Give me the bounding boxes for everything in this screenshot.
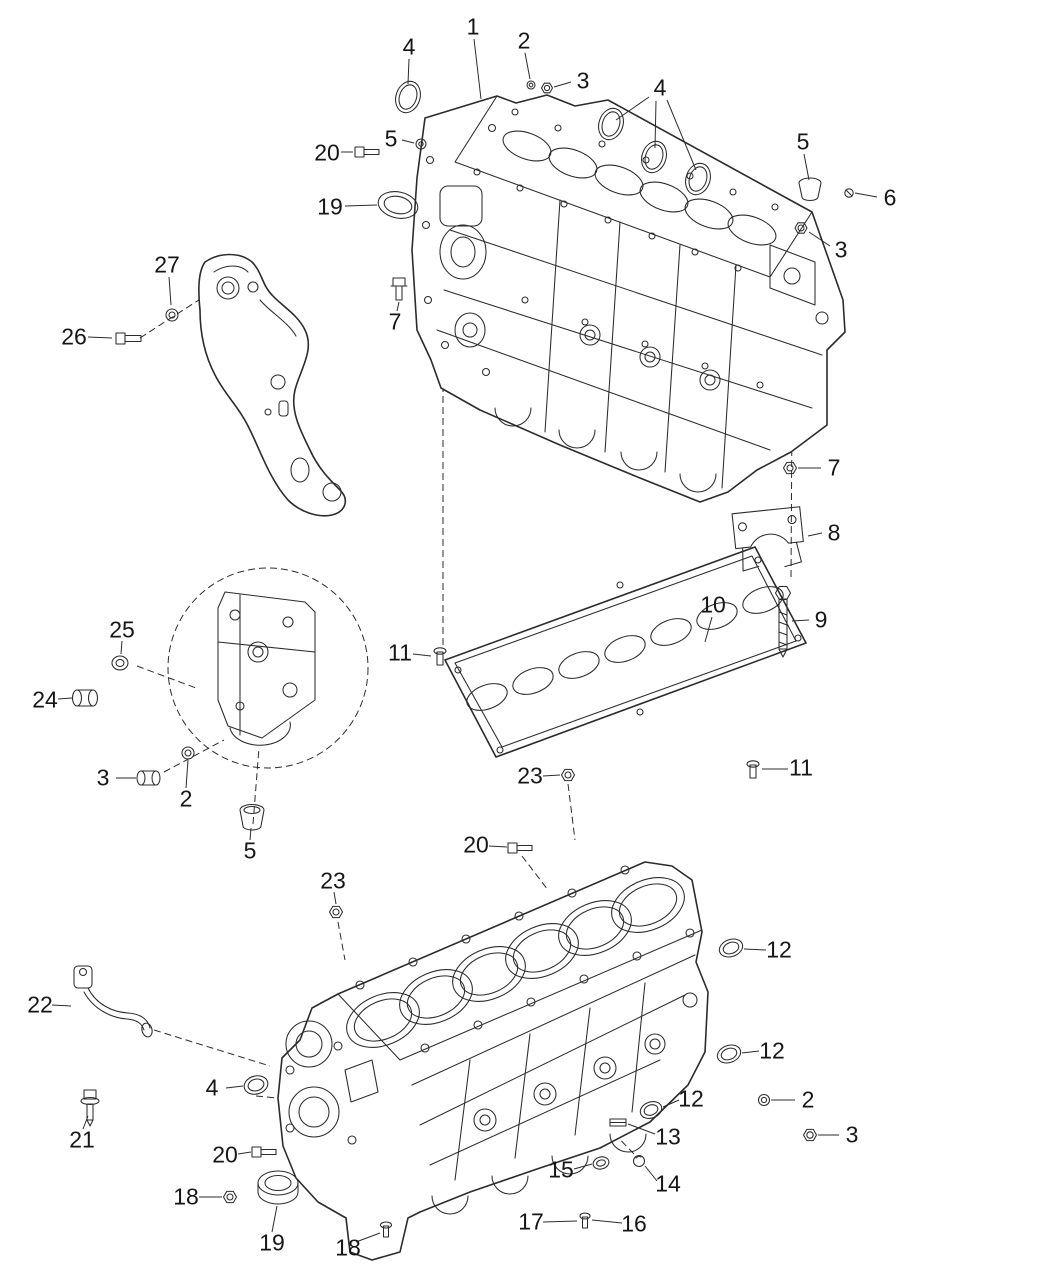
- bearing-bracket-icon: [731, 506, 804, 572]
- leader-lines: [51, 38, 878, 1243]
- ladder-gasket: [444, 546, 807, 758]
- long-bolt-icon: [774, 585, 792, 658]
- o-ring-front-icon: [243, 1075, 269, 1095]
- stud-nut-icon: [222, 1190, 393, 1238]
- bracket-bolt-icon: [115, 308, 179, 345]
- cup-plug-icon: [239, 138, 822, 831]
- sleeve-ring-icon: [257, 191, 419, 1205]
- engine-block-bottom: [277, 861, 709, 1261]
- threaded-plug-icon: [71, 655, 129, 707]
- part-glyphs: [71, 80, 854, 1238]
- small-hardware-icons: [579, 1118, 646, 1229]
- hex-plug-icon: [136, 82, 818, 1142]
- screw-icon: [433, 647, 760, 779]
- oil-tube-icon: [73, 965, 153, 1038]
- washer-icon: [181, 80, 771, 1107]
- flange-bolt-icon: [80, 1089, 100, 1127]
- o-ring-port-icon: [639, 938, 744, 1119]
- o-ring-seal-icon: [395, 80, 711, 196]
- detail-view-circle: [167, 567, 369, 769]
- bolt-icon: [390, 277, 798, 475]
- small-screw-icon: [844, 188, 854, 198]
- hex-nut-icon: [328, 768, 576, 919]
- adapter-bracket: [198, 253, 347, 517]
- engine-block-top: [411, 94, 846, 503]
- mount-bolt-icon: [251, 146, 533, 1158]
